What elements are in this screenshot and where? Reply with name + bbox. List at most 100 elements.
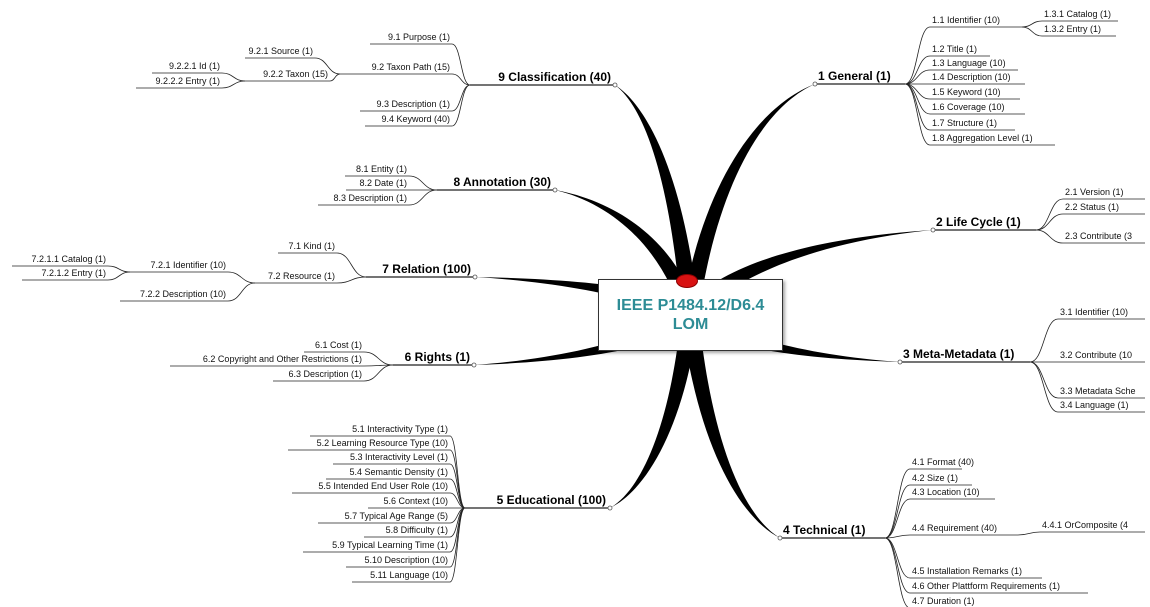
- connector-node-7-2-1-2-entry: [22, 271, 131, 281]
- node-3-1-identifier-10[interactable]: 3.1 Identifier (10): [1060, 307, 1129, 317]
- connector-2-1-version-1: [1035, 198, 1145, 231]
- red-pin-icon: [676, 274, 698, 288]
- node-5-9-typical-learning-tim[interactable]: 5.9 Typical Learning Time (1): [332, 540, 448, 550]
- node-dot: [777, 535, 783, 541]
- connector-node-9-2-2-taxon: [245, 73, 341, 82]
- node-5-7-typical-age-range-5[interactable]: 5.7 Typical Age Range (5): [344, 511, 448, 521]
- node-4-7-duration-1[interactable]: 4.7 Duration (1): [912, 596, 975, 606]
- connector-4-7-duration-1: [884, 537, 910, 607]
- topic-rights[interactable]: 6 Rights (1): [404, 350, 470, 364]
- node-4-4-requirement-40[interactable]: 4.4 Requirement (40): [912, 523, 998, 533]
- topic-annotation[interactable]: 8 Annotation (30): [453, 175, 551, 189]
- connector-5-4-semantic-density-1: [326, 478, 466, 509]
- node-7-2-1-2-entry[interactable]: 7.2.1.2 Entry (1): [41, 268, 106, 278]
- topic-educational[interactable]: 5 Educational (100): [496, 493, 606, 507]
- node-5-11-language-10[interactable]: 5.11 Language (10): [370, 570, 448, 580]
- connector-3-1-identifier-10: [1029, 318, 1145, 363]
- connector-node-7-2-1-identifier: [130, 271, 256, 284]
- node-3-3-metadata-sche[interactable]: 3.3 Metadata Sche: [1060, 386, 1136, 396]
- node-7-2-2-description[interactable]: 7.2.2 Description (10): [139, 289, 226, 299]
- topic-classification[interactable]: 9 Classification (40): [498, 70, 611, 84]
- connector-9-2-taxon-path-15: [340, 73, 471, 86]
- node-1-3-1-catalog[interactable]: 1.3.1 Catalog (1): [1044, 9, 1112, 19]
- connector-node-4-4-1-orcomposite: [1017, 531, 1145, 536]
- node-9-4-keyword-40[interactable]: 9.4 Keyword (40): [381, 114, 450, 124]
- node-9-2-taxon-path-15[interactable]: 9.2 Taxon Path (15): [371, 62, 450, 72]
- node-5-10-description-10[interactable]: 5.10 Description (10): [364, 555, 448, 565]
- node-6-2-copyright-and-other-[interactable]: 6.2 Copyright and Other Restrictions (1): [202, 354, 362, 364]
- node-5-4-semantic-density-1[interactable]: 5.4 Semantic Density (1): [349, 467, 448, 477]
- node-4-6-other-plattform-requ[interactable]: 4.6 Other Plattform Requirements (1): [912, 581, 1061, 591]
- node-dot: [471, 362, 477, 368]
- node-1-5-keyword-10[interactable]: 1.5 Keyword (10): [932, 87, 1001, 97]
- node-5-8-difficulty-1[interactable]: 5.8 Difficulty (1): [385, 525, 448, 535]
- node-6-1-cost-1[interactable]: 6.1 Cost (1): [314, 340, 362, 350]
- node-7-2-1-identifier[interactable]: 7.2.1 Identifier (10): [150, 260, 226, 270]
- connector-4-1-format-40: [884, 468, 962, 539]
- central-topic[interactable]: IEEE P1484.12/D6.4 LOM: [598, 279, 783, 351]
- connector-6-1-cost-1: [304, 351, 394, 366]
- node-4-4-1-orcomposite[interactable]: 4.4.1 OrComposite (4: [1042, 520, 1129, 530]
- node-3-4-language-1[interactable]: 3.4 Language (1): [1060, 400, 1129, 410]
- topic-general[interactable]: 1 General (1): [818, 69, 891, 83]
- node-1-6-coverage-10[interactable]: 1.6 Coverage (10): [932, 102, 1005, 112]
- topic-relation[interactable]: 7 Relation (100): [382, 262, 471, 276]
- node-4-1-format-40[interactable]: 4.1 Format (40): [912, 457, 975, 467]
- connector-1-3-language-10: [904, 69, 1018, 85]
- connector-5-11-language-10: [352, 507, 466, 583]
- node-5-3-interactivity-level-[interactable]: 5.3 Interactivity Level (1): [349, 452, 448, 462]
- node-8-1-entity-1[interactable]: 8.1 Entity (1): [355, 164, 407, 174]
- node-dot: [897, 359, 903, 365]
- node-1-8-aggregation-level-1[interactable]: 1.8 Aggregation Level (1): [932, 133, 1033, 143]
- node-2-2-status-1[interactable]: 2.2 Status (1): [1065, 202, 1120, 212]
- connector-node-9-2-2-1-id: [152, 72, 246, 82]
- node-8-2-date-1[interactable]: 8.2 Date (1): [359, 178, 407, 188]
- connector-1-1-identifier-10: [904, 26, 1022, 85]
- node-9-2-2-2-entry[interactable]: 9.2.2.2 Entry (1): [155, 76, 220, 86]
- node-9-2-2-taxon[interactable]: 9.2.2 Taxon (15): [263, 69, 328, 79]
- node-7-2-1-1-catalog[interactable]: 7.2.1.1 Catalog (1): [31, 254, 106, 264]
- connector-3-4-language-1: [1029, 361, 1145, 413]
- node-2-1-version-1[interactable]: 2.1 Version (1): [1065, 187, 1124, 197]
- connector-8-1-entity-1: [345, 175, 438, 191]
- connector-node-7-2-1-1-catalog: [12, 265, 131, 273]
- node-dot: [607, 505, 613, 511]
- trunk-educational: [610, 311, 699, 508]
- topic-lifecycle[interactable]: 2 Life Cycle (1): [936, 215, 1021, 229]
- node-1-4-description-10[interactable]: 1.4 Description (10): [932, 72, 1011, 82]
- node-3-2-contribute-10[interactable]: 3.2 Contribute (10: [1060, 350, 1133, 360]
- trunk-lifecycle: [687, 230, 933, 324]
- node-4-5-installation-remarks[interactable]: 4.5 Installation Remarks (1): [912, 566, 1023, 576]
- node-2-3-contribute-3[interactable]: 2.3 Contribute (3: [1065, 231, 1133, 241]
- node-5-2-learning-resource-ty[interactable]: 5.2 Learning Resource Type (10): [316, 438, 448, 448]
- node-9-1-purpose-1[interactable]: 9.1 Purpose (1): [387, 32, 450, 42]
- node-5-6-context-10[interactable]: 5.6 Context (10): [383, 496, 448, 506]
- connector-node-1-3-1-catalog: [1021, 20, 1118, 28]
- node-5-1-interactivity-type-1[interactable]: 5.1 Interactivity Type (1): [352, 424, 448, 434]
- node-1-2-title-1[interactable]: 1.2 Title (1): [932, 44, 978, 54]
- node-dot: [472, 274, 478, 280]
- central-topic-subtitle: LOM: [672, 316, 709, 333]
- connector-node-9-2-2-2-entry: [136, 80, 246, 89]
- node-7-1-kind-1[interactable]: 7.1 Kind (1): [288, 241, 335, 251]
- node-1-3-language-10[interactable]: 1.3 Language (10): [932, 58, 1006, 68]
- node-8-3-description-1[interactable]: 8.3 Description (1): [333, 193, 407, 203]
- node-7-2-resource-1[interactable]: 7.2 Resource (1): [267, 271, 335, 281]
- topic-metametadata[interactable]: 3 Meta-Metadata (1): [903, 347, 1015, 361]
- connector-7-1-kind-1: [278, 252, 367, 278]
- connector-node-9-2-1-source: [245, 57, 341, 75]
- connector-1-2-title-1: [904, 55, 990, 85]
- connector-4-3-location-10: [884, 498, 995, 539]
- node-1-3-2-entry[interactable]: 1.3.2 Entry (1): [1044, 24, 1102, 34]
- node-1-7-structure-1[interactable]: 1.7 Structure (1): [932, 118, 998, 128]
- node-6-3-description-1[interactable]: 6.3 Description (1): [288, 369, 362, 379]
- connector-6-2-copyright-and-other-restrictions-1: [170, 364, 394, 367]
- node-9-2-1-source[interactable]: 9.2.1 Source (1): [248, 46, 313, 56]
- topic-technical[interactable]: 4 Technical (1): [783, 523, 866, 537]
- node-1-1-identifier-10[interactable]: 1.1 Identifier (10): [932, 15, 1001, 25]
- node-4-2-size-1[interactable]: 4.2 Size (1): [912, 473, 959, 483]
- node-4-3-location-10[interactable]: 4.3 Location (10): [912, 487, 980, 497]
- node-9-2-2-1-id[interactable]: 9.2.2.1 Id (1): [168, 61, 220, 71]
- node-5-5-intended-end-user-ro[interactable]: 5.5 Intended End User Role (10): [318, 481, 448, 491]
- node-9-3-description-1[interactable]: 9.3 Description (1): [376, 99, 450, 109]
